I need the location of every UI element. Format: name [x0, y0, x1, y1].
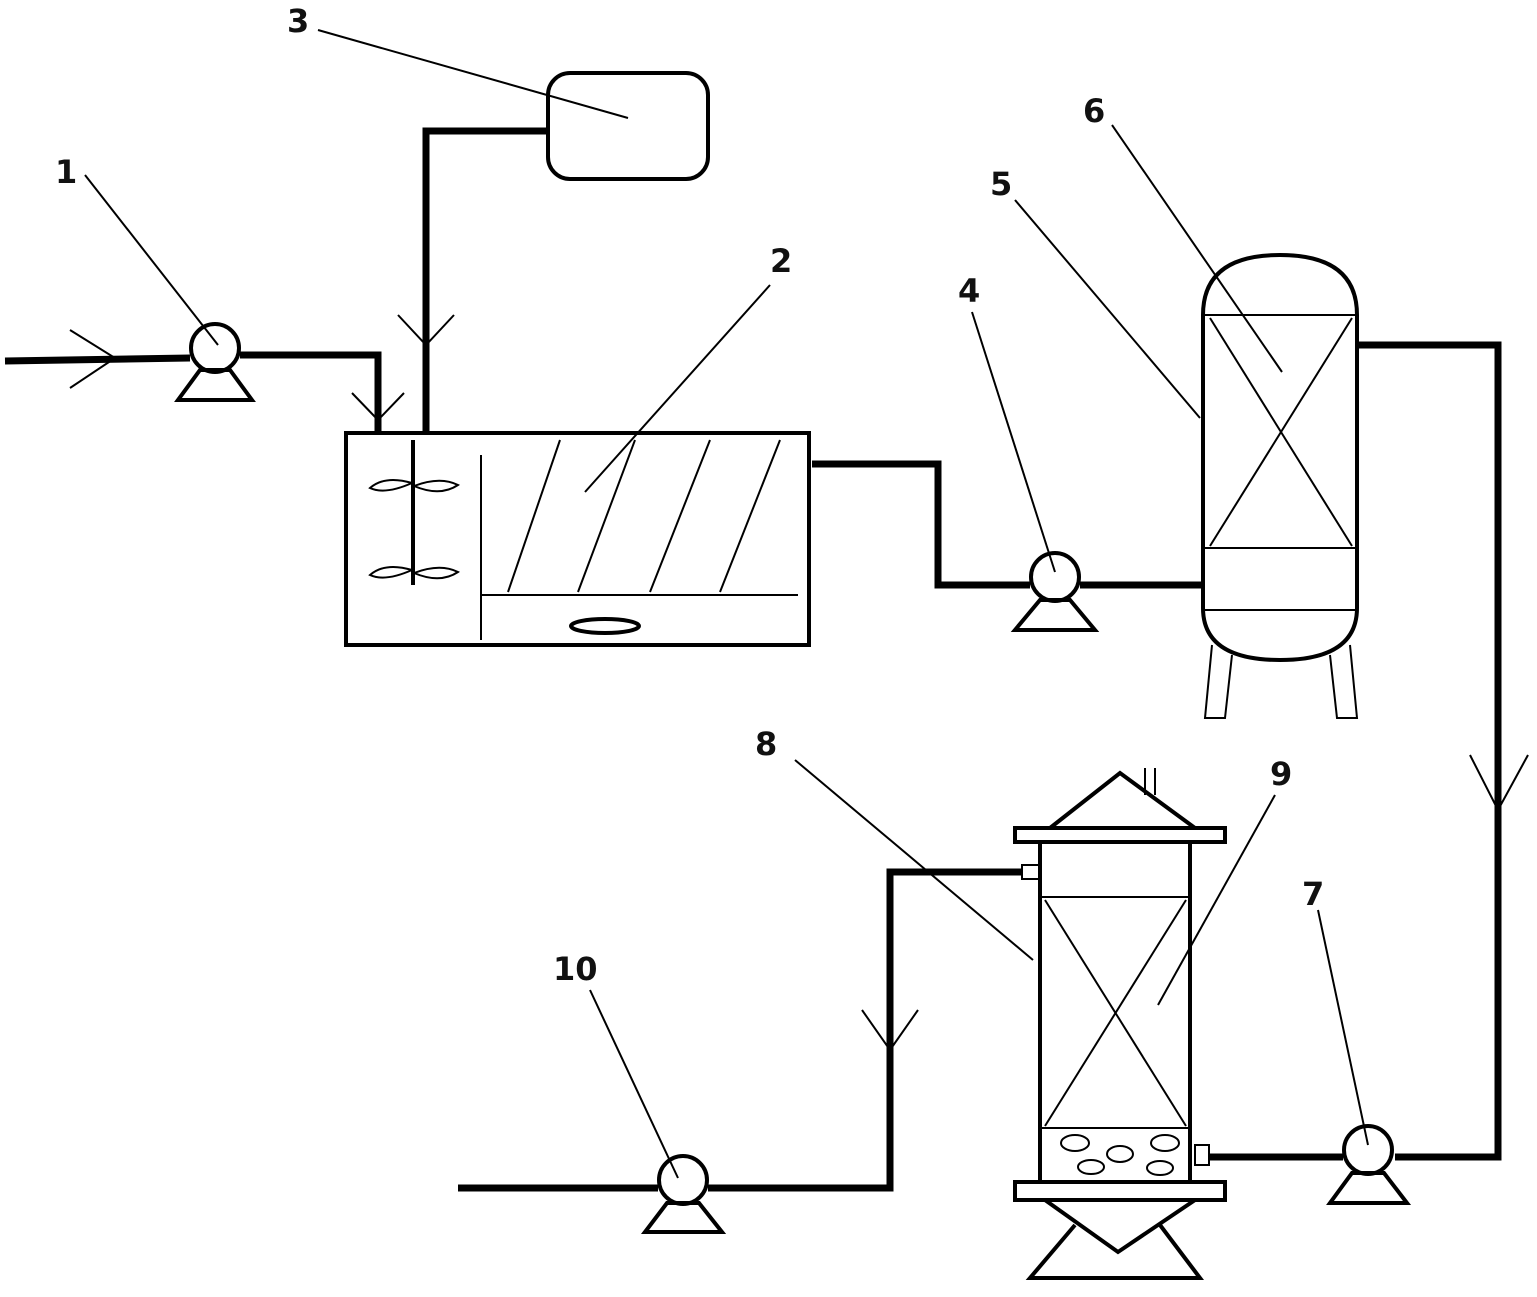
label-7: 7	[1302, 875, 1324, 913]
label-5: 5	[990, 165, 1012, 203]
label-4: 4	[958, 272, 980, 310]
label-6: 6	[1083, 92, 1105, 130]
reactor-5	[1201, 252, 1359, 719]
pump-4	[1010, 551, 1100, 632]
pipe-column-to-pump10	[708, 868, 1022, 1192]
leader-lines	[84, 29, 1369, 1179]
label-3: 3	[287, 2, 309, 40]
pipe-doser-to-tank	[397, 127, 548, 433]
label-10: 10	[553, 950, 598, 988]
column-8	[1013, 768, 1227, 1280]
label-9: 9	[1270, 755, 1292, 793]
label-1: 1	[55, 153, 77, 191]
pipe-pump1-to-tank	[240, 351, 405, 433]
pump-1	[174, 322, 256, 402]
pipe-reactor-to-pump7	[1357, 341, 1529, 1161]
agitator	[368, 440, 460, 585]
inlet-pipe	[4, 329, 191, 389]
label-2: 2	[770, 242, 792, 280]
label-8: 8	[755, 725, 777, 763]
pump-10	[640, 1154, 727, 1234]
tank-2	[344, 431, 811, 647]
pump-7	[1326, 1124, 1412, 1205]
pipe-pump7-to-column	[1194, 1144, 1343, 1166]
dosing-tank-3	[546, 71, 710, 181]
pipe-tank-to-pump4	[812, 460, 1030, 589]
